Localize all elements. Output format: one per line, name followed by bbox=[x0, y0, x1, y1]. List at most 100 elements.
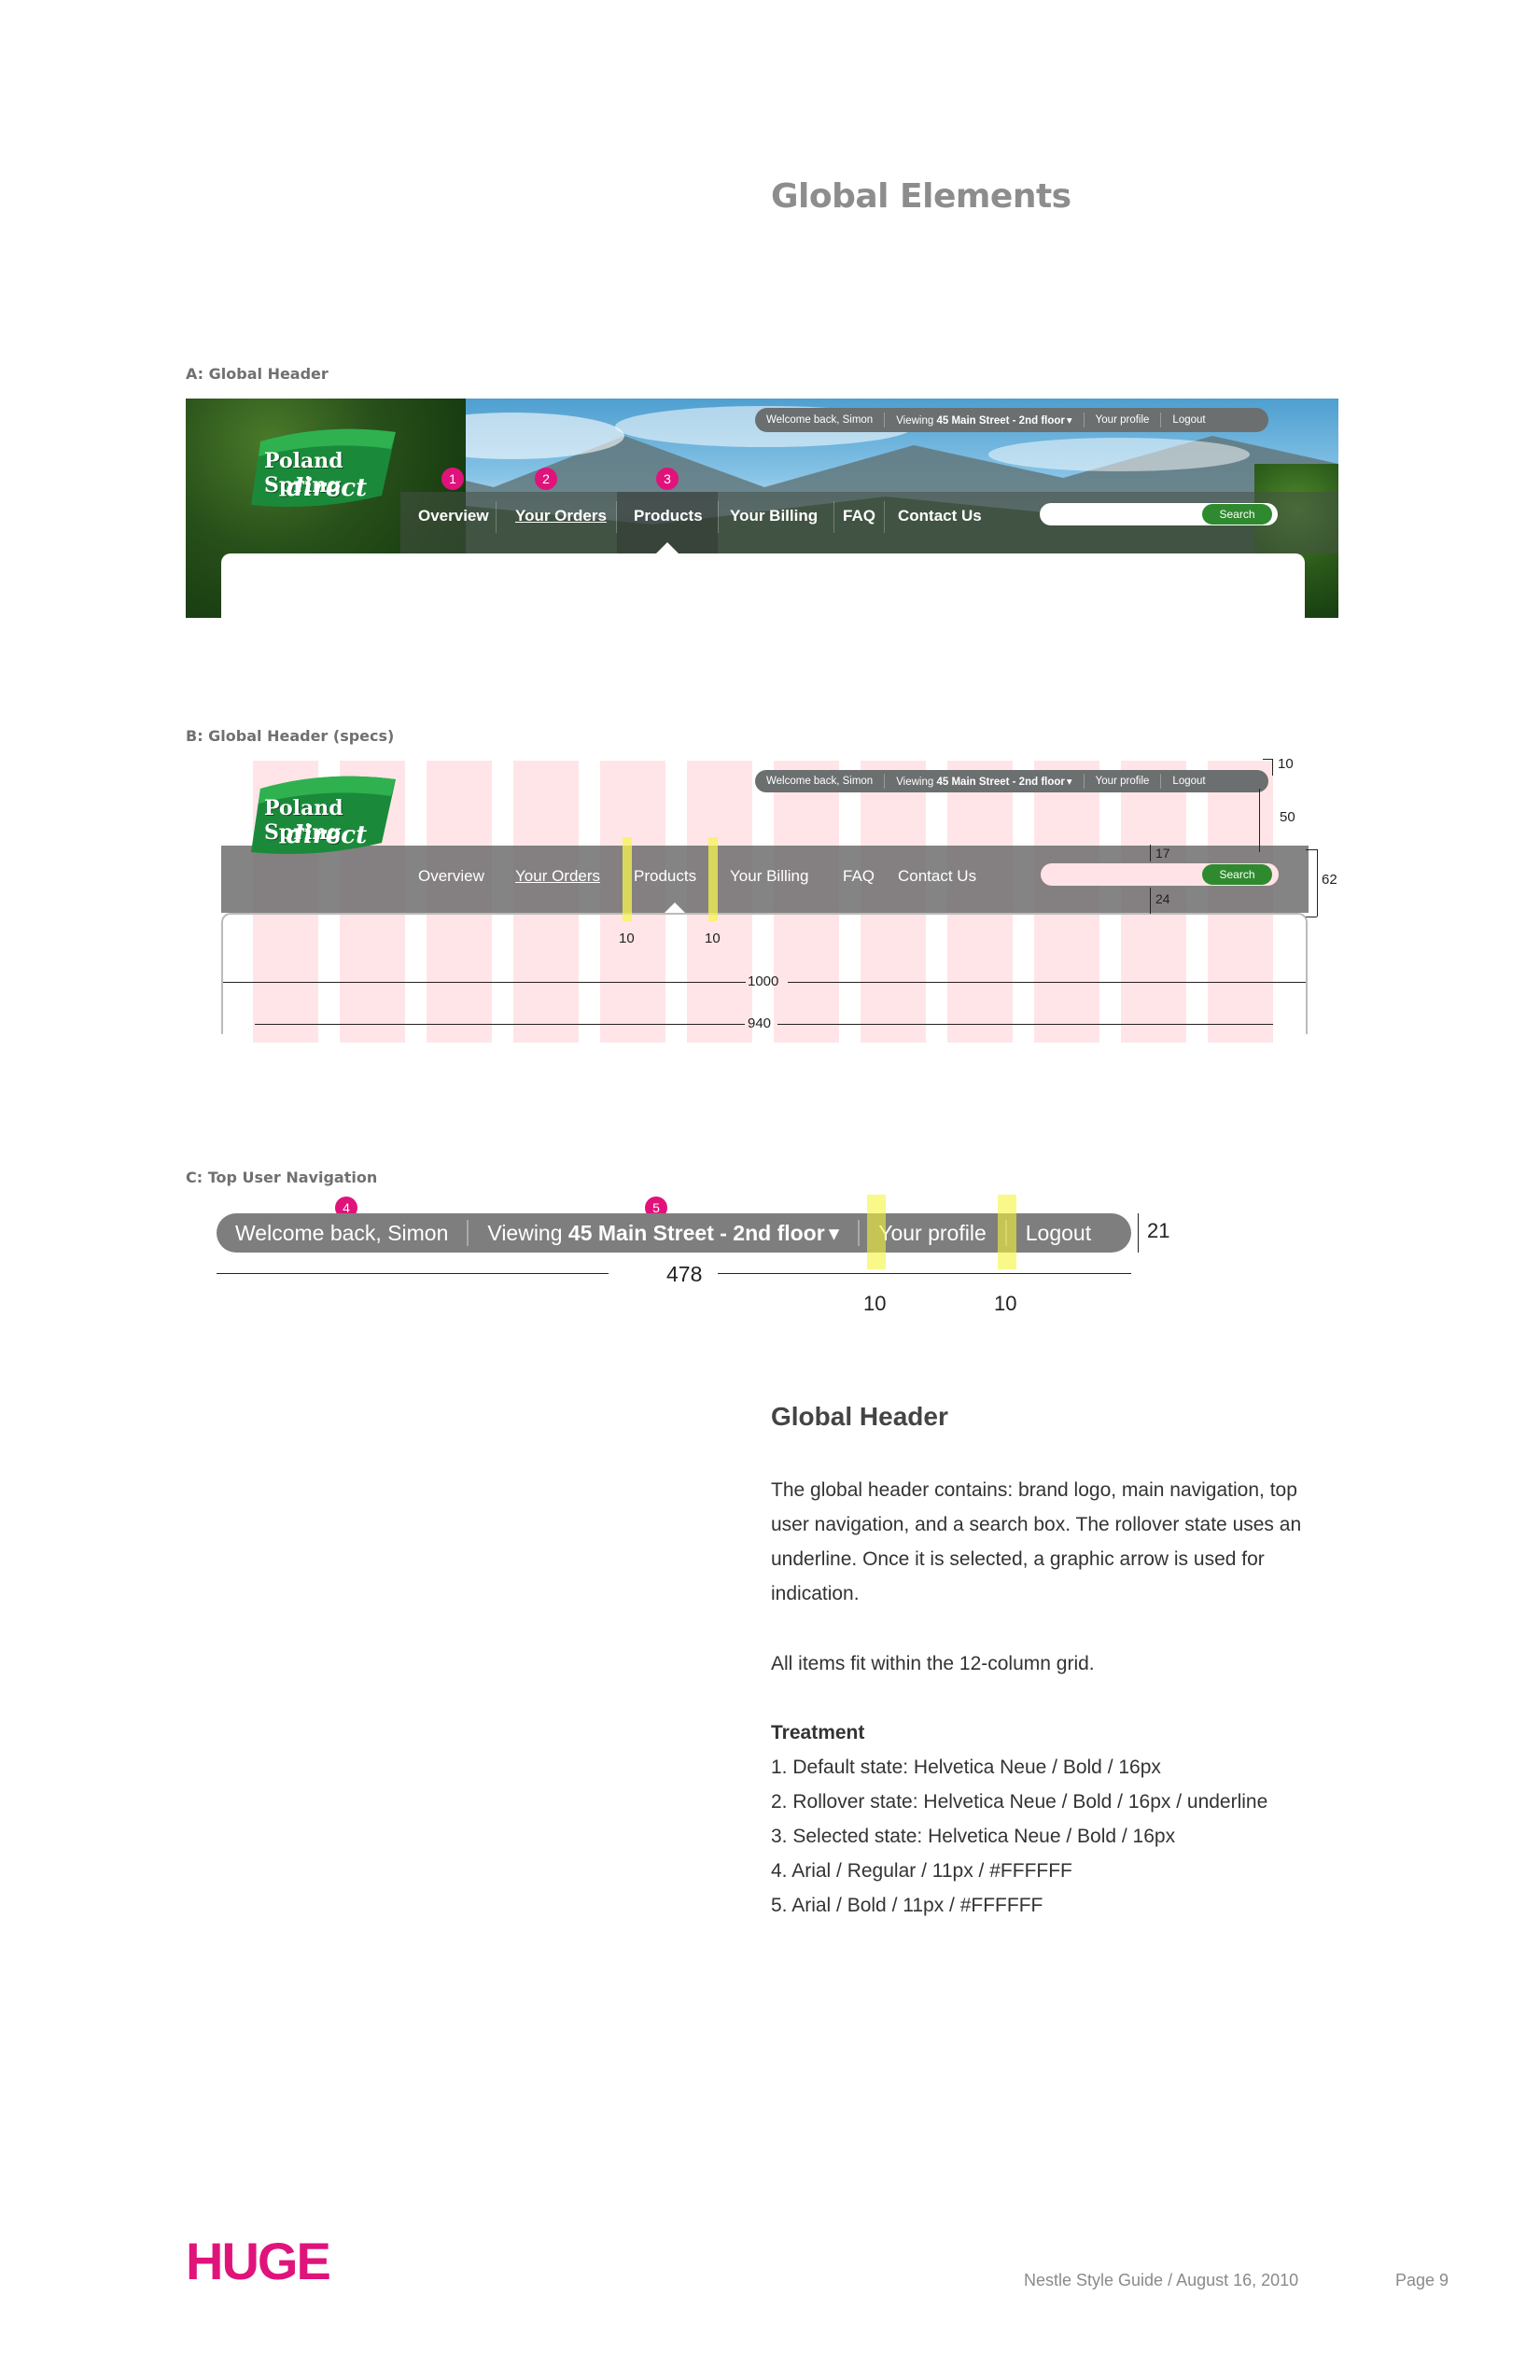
nav-divider bbox=[833, 501, 834, 533]
dim-line bbox=[1263, 759, 1272, 760]
nav-products: Products bbox=[634, 867, 697, 885]
selected-arrow-icon bbox=[665, 903, 685, 913]
logo-line1: Poland Spring bbox=[264, 449, 343, 497]
pill-width-label: 478 bbox=[666, 1262, 703, 1286]
nav-faq[interactable]: FAQ bbox=[843, 507, 875, 525]
pill-height-label: 21 bbox=[1147, 1219, 1170, 1242]
nav-contact-us[interactable]: Contact Us bbox=[898, 507, 982, 525]
logout-link[interactable]: Logout bbox=[1172, 414, 1206, 426]
divider bbox=[1160, 413, 1162, 427]
your-profile-link[interactable]: Your profile bbox=[1095, 414, 1150, 426]
treatment-item-2: 2. Rollover state: Helvetica Neue / Bold… bbox=[771, 1791, 1268, 1813]
page-width-label: 1000 bbox=[748, 973, 779, 989]
content-area bbox=[221, 553, 1305, 618]
caret-down-icon: ▾ bbox=[828, 1220, 840, 1245]
treatment-item-1: 1. Default state: Helvetica Neue / Bold … bbox=[771, 1757, 1161, 1778]
nav-divider bbox=[718, 501, 719, 533]
poland-spring-logo[interactable]: Poland Spring direct bbox=[251, 423, 400, 509]
logo-line2: direct bbox=[287, 474, 368, 502]
divider bbox=[467, 1220, 469, 1246]
description-paragraph-2: All items fit within the 12-column grid. bbox=[771, 1653, 1095, 1674]
padding-marker-right bbox=[998, 1195, 1016, 1269]
padding-right-label: 10 bbox=[994, 1292, 1017, 1315]
page-number: Page 9 bbox=[1395, 2271, 1449, 2289]
divider bbox=[884, 774, 886, 789]
nav-divider bbox=[884, 501, 885, 533]
top-user-nav-large: Welcome back, Simon Viewing 45 Main Stre… bbox=[217, 1213, 1131, 1253]
dim-line bbox=[217, 1273, 609, 1274]
nav-your-orders[interactable]: Your Orders bbox=[515, 507, 607, 525]
welcome-text: Welcome back, Simon bbox=[235, 1220, 449, 1245]
welcome-text: Welcome back, Simon bbox=[766, 414, 874, 426]
top-user-nav: Welcome back, Simon Viewing 45 Main Stre… bbox=[755, 770, 1268, 792]
divider bbox=[884, 413, 886, 427]
divider bbox=[1083, 774, 1085, 789]
viewing-prefix: Viewing bbox=[896, 415, 934, 427]
nav-overview: Overview bbox=[418, 867, 484, 885]
poland-spring-logo: Poland Spring direct bbox=[251, 770, 400, 856]
logo-line2: direct bbox=[287, 821, 368, 849]
nav-contact-us: Contact Us bbox=[898, 867, 977, 885]
treatment-item-3: 3. Selected state: Helvetica Neue / Bold… bbox=[771, 1826, 1176, 1847]
selected-arrow-icon bbox=[656, 542, 679, 553]
nav-faq: FAQ bbox=[843, 867, 875, 885]
top-user-nav-specs: 4 5 Welcome back, Simon Viewing 45 Main … bbox=[186, 1193, 1212, 1323]
footer-meta: Nestle Style Guide / August 16, 2010 bbox=[1024, 2271, 1299, 2289]
section-b-label: B: Global Header (specs) bbox=[186, 727, 395, 745]
viewing-prefix: Viewing bbox=[487, 1220, 563, 1245]
logo-line1: Poland Spring bbox=[264, 796, 343, 845]
nav-overview[interactable]: Overview bbox=[418, 507, 489, 525]
viewing-location: Viewing 45 Main Street - 2nd floor▾ bbox=[469, 1221, 858, 1246]
divider bbox=[1160, 774, 1162, 789]
description-paragraph-1: The global header contains: brand logo, … bbox=[771, 1479, 1302, 1604]
nav-divider bbox=[496, 501, 497, 533]
global-header-example: Poland Spring direct Welcome back, Simon… bbox=[186, 399, 1338, 618]
logout-link: Logout bbox=[1025, 1220, 1092, 1245]
callout-badge-2: 2 bbox=[535, 468, 557, 490]
dim-line bbox=[1150, 888, 1151, 914]
dim-line bbox=[788, 982, 1306, 983]
viewing-address: 45 Main Street - 2nd floor bbox=[936, 777, 1065, 788]
dim-line bbox=[1272, 759, 1273, 776]
dim-line bbox=[718, 1273, 1131, 1274]
header-specs: Poland Spring direct Welcome back, Simon… bbox=[186, 751, 1343, 1050]
treatment-item-5: 5. Arial / Bold / 11px / #FFFFFF bbox=[771, 1895, 1043, 1916]
dim-line bbox=[223, 982, 746, 983]
specs-content-frame bbox=[221, 913, 1308, 1034]
viewing-prefix: Viewing bbox=[896, 777, 934, 788]
viewing-location[interactable]: Viewing 45 Main Street - 2nd floor▾ bbox=[885, 413, 1083, 427]
nav-your-billing[interactable]: Your Billing bbox=[730, 507, 819, 525]
gutter-right-label: 10 bbox=[705, 931, 721, 946]
nav-offset-label: 50 bbox=[1280, 809, 1295, 825]
padding-marker-left bbox=[867, 1195, 886, 1269]
logout-link: Logout bbox=[1172, 776, 1206, 787]
treatment-item-4: 4. Arial / Regular / 11px / #FFFFFF bbox=[771, 1860, 1072, 1882]
dim-line bbox=[255, 1024, 745, 1025]
dim-line bbox=[1259, 789, 1260, 852]
page-title: Global Elements bbox=[771, 177, 1071, 216]
viewing-address: 45 Main Street - 2nd floor bbox=[567, 1220, 825, 1245]
huge-logo: HUGE bbox=[186, 2232, 331, 2290]
nav-products[interactable]: Products bbox=[634, 507, 703, 525]
your-profile-link: Your profile bbox=[878, 1220, 987, 1245]
nav-height-label: 62 bbox=[1322, 872, 1337, 888]
nav-your-orders: Your Orders bbox=[515, 867, 601, 885]
search-top-label: 17 bbox=[1155, 846, 1170, 861]
search-button[interactable]: Search bbox=[1202, 504, 1272, 525]
description-heading: Global Header bbox=[771, 1402, 948, 1431]
dim-line bbox=[1150, 845, 1151, 861]
callout-badge-3: 3 bbox=[656, 468, 679, 490]
caret-down-icon: ▾ bbox=[1066, 777, 1072, 788]
viewing-address: 45 Main Street - 2nd floor bbox=[936, 415, 1065, 427]
top-user-nav: Welcome back, Simon Viewing 45 Main Stre… bbox=[755, 408, 1268, 432]
gutter-marker-right bbox=[708, 837, 718, 921]
section-a-label: A: Global Header bbox=[186, 365, 329, 383]
treatment-heading: Treatment bbox=[771, 1722, 865, 1743]
dim-line bbox=[1138, 1213, 1139, 1253]
section-c-label: C: Top User Navigation bbox=[186, 1169, 378, 1186]
divider bbox=[858, 1220, 861, 1246]
padding-left-label: 10 bbox=[863, 1292, 887, 1315]
viewing-location: Viewing 45 Main Street - 2nd floor▾ bbox=[885, 775, 1083, 788]
your-profile-link: Your profile bbox=[1095, 776, 1150, 787]
divider bbox=[1083, 413, 1085, 427]
